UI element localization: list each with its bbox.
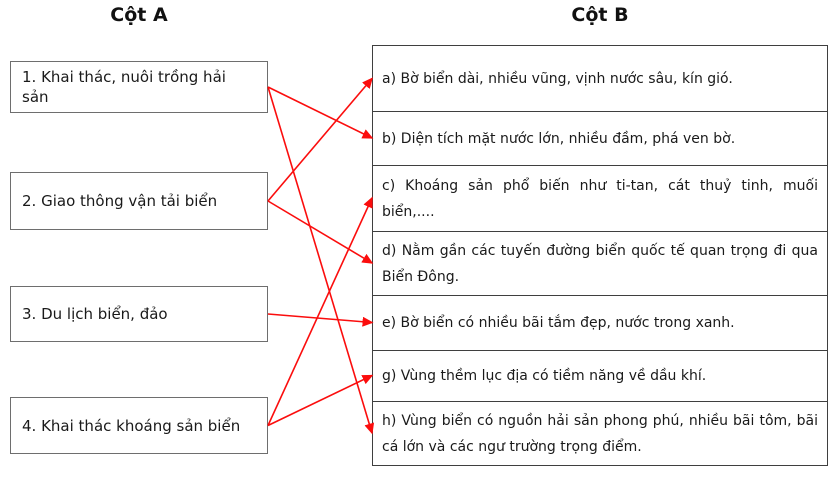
match-arrow-2-a	[267, 77, 373, 202]
column-b-row-b: b) Diện tích mặt nước lớn, nhiều đầm, ph…	[373, 111, 827, 165]
column-b-table: a) Bờ biển dài, nhiều vũng, vịnh nước sâ…	[372, 45, 828, 466]
column-b-row-e: e) Bờ biển có nhiều bãi tắm đẹp, nước tr…	[373, 295, 827, 350]
column-a-item-1-label: 1. Khai thác, nuôi trồng hải sản	[22, 68, 226, 106]
match-arrow-4-c	[267, 196, 373, 426]
column-b-title: Cột B	[571, 4, 629, 26]
column-a-item-2-label: 2. Giao thông vận tải biển	[22, 192, 218, 210]
column-a-item-3: 3. Du lịch biển, đảo	[10, 286, 268, 342]
match-arrow-2-d	[267, 200, 374, 264]
column-b-row-c: c) Khoáng sản phổ biến như ti-tan, cát t…	[373, 165, 827, 231]
column-a-item-4-label: 4. Khai thác khoáng sản biển	[22, 416, 241, 435]
column-b-row-b-label: b) Diện tích mặt nước lớn, nhiều đầm, ph…	[382, 130, 736, 147]
column-b-row-g-label: g) Vùng thềm lục địa có tiềm năng về dầu…	[382, 368, 707, 384]
column-b-row-a-label: a) Bờ biển dài, nhiều vũng, vịnh nước sâ…	[382, 70, 733, 87]
column-a-item-3-label: 3. Du lịch biển, đảo	[22, 305, 168, 323]
match-arrow-1-b	[267, 86, 374, 139]
column-b-row-e-label: e) Bờ biển có nhiều bãi tắm đẹp, nước tr…	[382, 315, 735, 331]
column-b-row-h-label: h) Vùng biển có nguồn hải sản phong phú,…	[382, 412, 818, 455]
column-b-row-a: a) Bờ biển dài, nhiều vũng, vịnh nước sâ…	[373, 46, 827, 111]
column-b-row-c-label: c) Khoáng sản phổ biến như ti-tan, cát t…	[382, 177, 818, 220]
match-arrow-3-e	[267, 313, 374, 327]
column-a-title: Cột A	[110, 4, 168, 26]
match-arrow-1-h	[267, 86, 375, 435]
column-b-row-h: h) Vùng biển có nguồn hải sản phong phú,…	[373, 401, 827, 465]
column-a-item-2: 2. Giao thông vận tải biển	[10, 172, 268, 230]
column-b-row-d: d) Nằm gần các tuyến đường biển quốc tế …	[373, 231, 827, 295]
column-b-row-d-label: d) Nằm gần các tuyến đường biển quốc tế …	[382, 242, 818, 285]
column-b-row-g: g) Vùng thềm lục địa có tiềm năng về dầu…	[373, 350, 827, 401]
match-arrow-4-g	[267, 374, 374, 427]
column-a-item-1: 1. Khai thác, nuôi trồng hải sản	[10, 61, 268, 113]
column-a-item-4: 4. Khai thác khoáng sản biển	[10, 397, 268, 454]
